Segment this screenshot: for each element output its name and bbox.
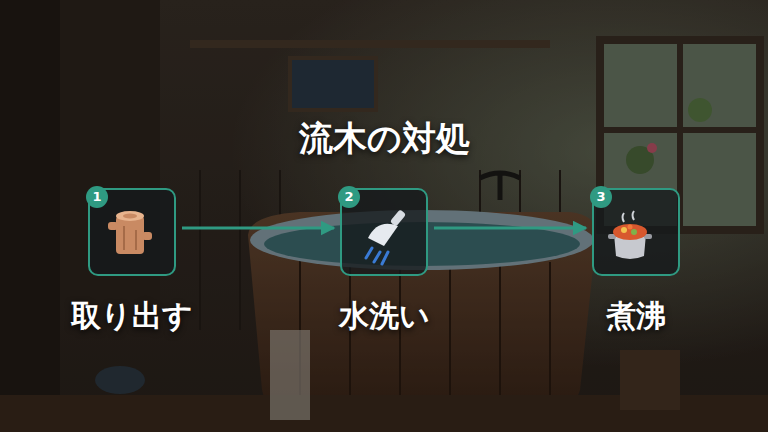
step-box: 1取り出す (88, 188, 176, 276)
flow-arrow (434, 227, 586, 230)
step-number: 2 (338, 186, 360, 208)
step-label: 煮沸 (606, 296, 666, 337)
step-label: 水洗い (339, 296, 430, 337)
step-label: 取り出す (71, 296, 193, 337)
step-number: 3 (590, 186, 612, 208)
diagram-title: 流木の対処 (0, 116, 768, 162)
flow-arrow (182, 227, 334, 230)
step-box: 2水洗い (340, 188, 428, 276)
step-number: 1 (86, 186, 108, 208)
step-box: 3煮沸 (592, 188, 680, 276)
